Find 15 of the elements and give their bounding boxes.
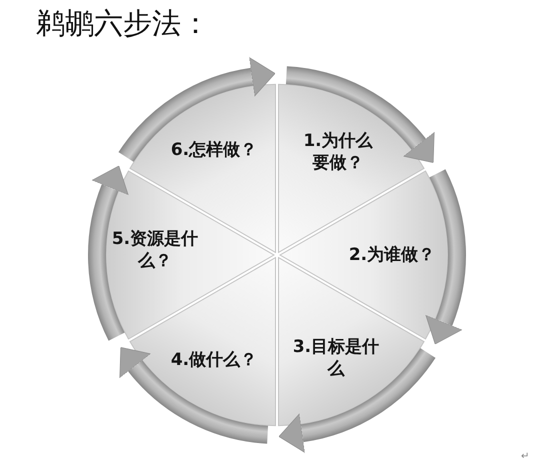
- step-label: 1.为什么要做？: [302, 130, 374, 174]
- cycle-arrow: [425, 170, 466, 345]
- cycle-arrow: [119, 348, 269, 444]
- diagram-title: 鹈鹕六步法：: [36, 6, 210, 41]
- pie-slice: [105, 170, 275, 340]
- cycle-arrow: [118, 57, 276, 162]
- step-label: 6.怎样做？: [170, 138, 258, 162]
- step-label: 2.为谁做？: [348, 244, 436, 266]
- paragraph-mark: ↵: [521, 452, 530, 462]
- cycle-arrow: [278, 348, 436, 453]
- cycle-arrow: [88, 165, 129, 340]
- cycle-arrow: [285, 66, 435, 162]
- step-label: 4.做什么？: [170, 348, 258, 372]
- step-label: 5.资源是什么？: [110, 228, 200, 272]
- step-label: 3.目标是什么: [292, 336, 380, 380]
